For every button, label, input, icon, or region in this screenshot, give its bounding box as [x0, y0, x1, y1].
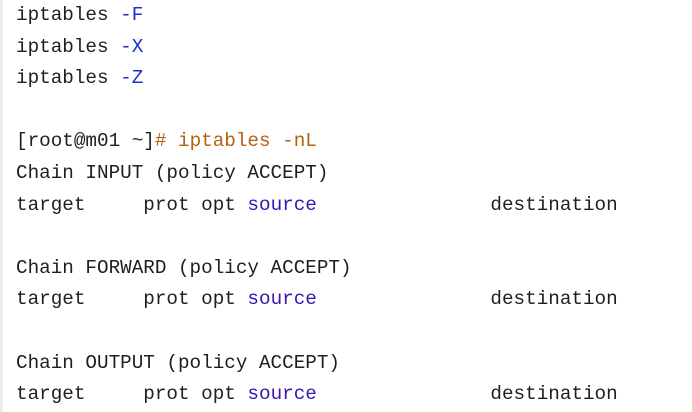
column-source: source	[247, 288, 317, 311]
chain-header: Chain INPUT (policy ACCEPT)	[16, 161, 329, 184]
code-line: target prot opt source destination	[16, 190, 692, 222]
code-flag: -F	[120, 4, 144, 26]
column-headers: target prot opt	[16, 383, 248, 406]
code-line: iptables -F	[16, 0, 692, 32]
column-headers: target prot opt	[16, 193, 248, 216]
column-destination: destination	[316, 193, 618, 216]
code-text: iptables	[16, 67, 121, 90]
code-text: iptables	[16, 35, 121, 58]
column-headers: target prot opt	[16, 288, 248, 311]
code-line: target prot opt source destination	[16, 284, 692, 316]
code-line-prompt: [root@m01 ~]# iptables -nL	[16, 126, 692, 158]
code-line-blank	[16, 95, 692, 127]
code-line: Chain INPUT (policy ACCEPT)	[16, 158, 692, 190]
code-line-blank	[16, 221, 692, 253]
code-line: Chain FORWARD (policy ACCEPT)	[16, 253, 692, 285]
code-flag: -X	[120, 35, 144, 58]
column-source: source	[247, 383, 317, 406]
code-flag: -Z	[120, 67, 144, 90]
chain-header: Chain OUTPUT (policy ACCEPT)	[16, 351, 340, 374]
code-line-blank	[16, 316, 692, 348]
column-destination: destination	[316, 288, 618, 311]
shell-prompt: [root@m01 ~]	[16, 130, 155, 153]
code-line: Chain OUTPUT (policy ACCEPT)	[16, 348, 692, 380]
code-line: iptables -Z	[16, 63, 692, 95]
column-source: source	[247, 193, 317, 216]
chain-header: Chain FORWARD (policy ACCEPT)	[16, 256, 352, 279]
code-text: iptables	[16, 4, 121, 26]
code-line: iptables -X	[16, 32, 692, 64]
column-destination: destination	[316, 383, 618, 406]
shell-command: # iptables -nL	[154, 130, 317, 153]
code-line: target prot opt source destination	[16, 379, 692, 411]
